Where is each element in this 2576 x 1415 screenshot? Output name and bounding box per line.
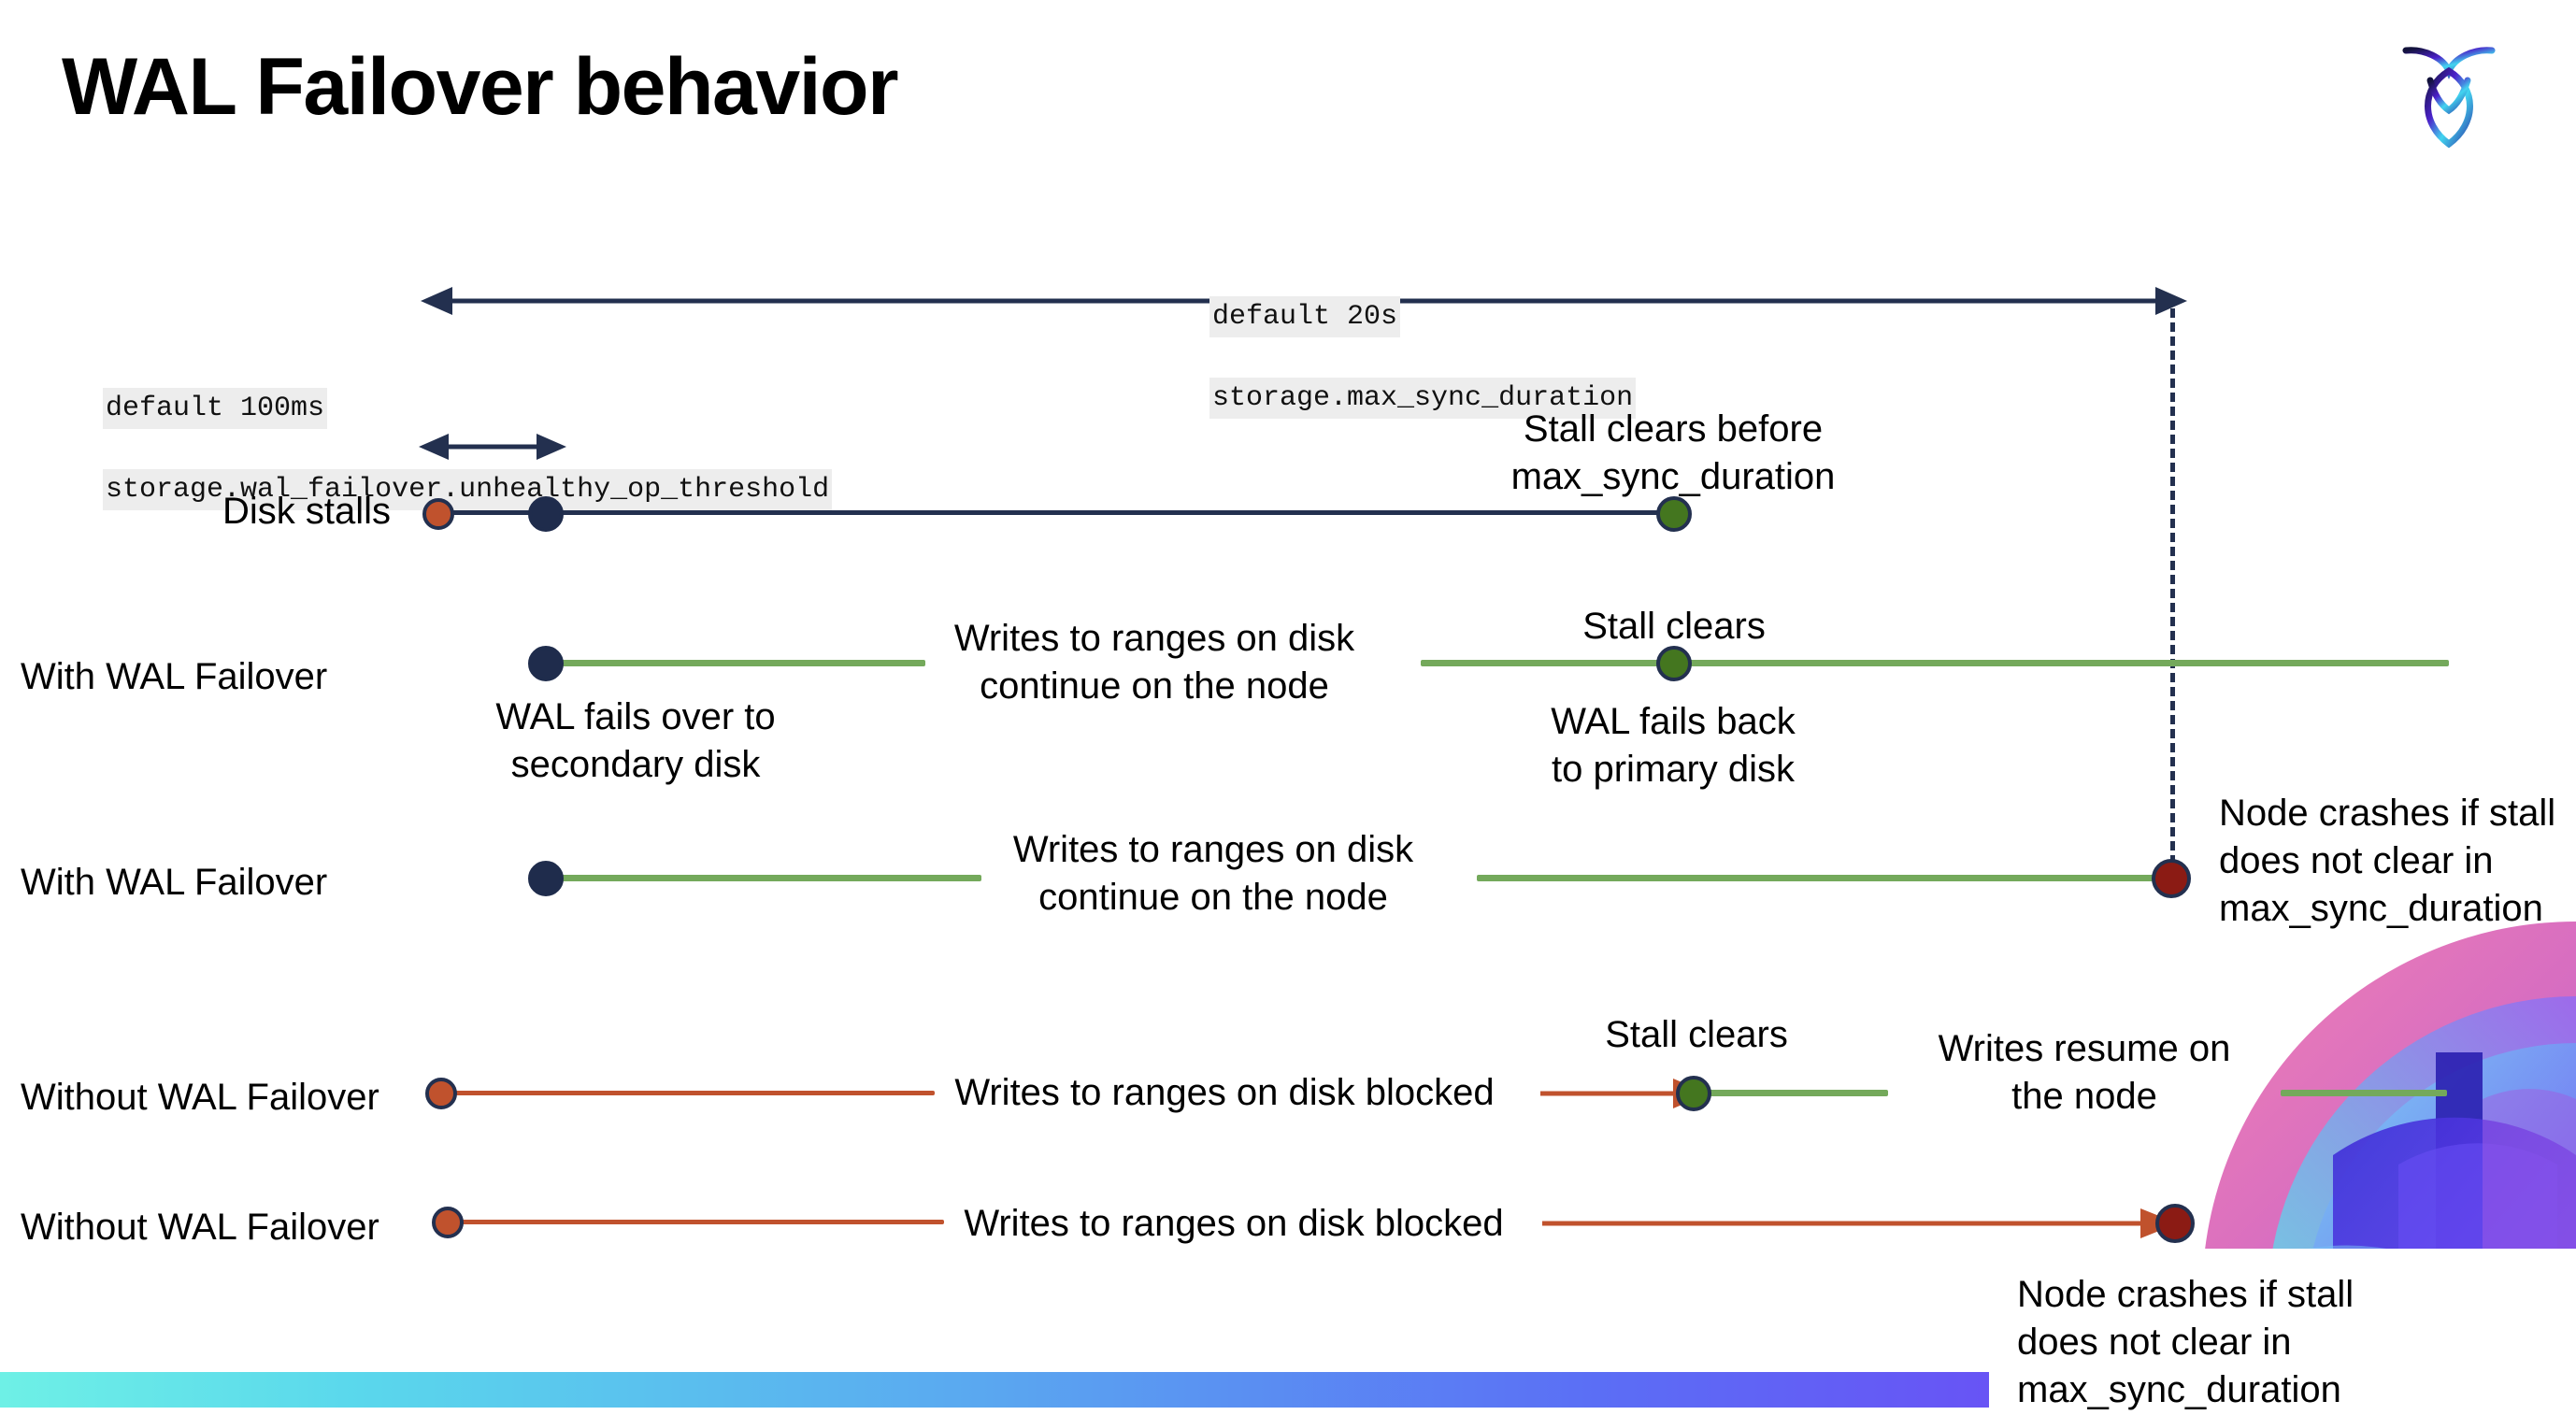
callout-unhealthy-op-threshold-line2: storage.wal_failover.unhealthy_op_thresh…	[103, 468, 833, 511]
with-wal-failover-1-segment-b	[1421, 660, 2449, 666]
without-wal-failover-2-start-dot	[432, 1207, 464, 1238]
note-node-crashes-2: Node crashes if stall does not clear in …	[2017, 1274, 2354, 1411]
with-wal-failover-2-crash-dot	[2152, 859, 2191, 898]
note-wal-fails-back-to-primary-disk: WAL fails back to primary disk	[1551, 701, 1796, 791]
callout-max-sync-duration-line1: default 20s	[1209, 295, 1401, 338]
note-node-crashes-1: Node crashes if stall does not clear in …	[2219, 793, 2556, 930]
with-wal-failover-1-failover-dot	[528, 646, 564, 681]
max-sync-duration-dashed-guide	[2170, 308, 2175, 879]
without-wal-failover-1-resume-segment	[1701, 1090, 1888, 1096]
without-wal-failover-2-blocked-segment-a	[458, 1220, 944, 1224]
callout-max-sync-duration: default 20s storage.max_sync_duration	[1142, 256, 1637, 459]
with-wal-failover-2-failover-dot	[528, 861, 564, 896]
note-stall-clears-2: Stall clears	[1605, 1014, 1788, 1055]
without-wal-failover-1-start-dot	[425, 1078, 457, 1109]
disk-stalls-failover-dot	[528, 496, 564, 532]
note-writes-blocked-1: Writes to ranges on disk blocked	[954, 1072, 1495, 1113]
row-label-without-wal-failover-1: Without WAL Failover	[21, 1077, 379, 1118]
row-label-without-wal-failover-2: Without WAL Failover	[21, 1207, 379, 1248]
note-writes-resume-on-the-node: Writes resume on the node	[1938, 1028, 2231, 1118]
with-wal-failover-1-clear-dot	[1656, 646, 1692, 681]
note-stall-clears-1: Stall clears	[1582, 606, 1766, 647]
disk-stalls-start-dot	[422, 498, 454, 530]
callout-max-sync-duration-line2: storage.max_sync_duration	[1209, 377, 1637, 420]
note-writes-blocked-2: Writes to ranges on disk blocked	[964, 1203, 1504, 1244]
callout-unhealthy-op-threshold: default 100ms storage.wal_failover.unhea…	[36, 348, 833, 550]
without-wal-failover-2-crash-dot	[2155, 1204, 2195, 1243]
with-wal-failover-2-segment-a	[551, 875, 981, 881]
row-label-with-wal-failover-2: With WAL Failover	[21, 862, 328, 903]
note-wal-fails-over-to-secondary-disk: WAL fails over to secondary disk	[495, 696, 776, 786]
disk-stalls-clear-dot	[1656, 496, 1692, 532]
note-writes-continue-on-node-1: Writes to ranges on disk continue on the…	[953, 618, 1355, 708]
note-stall-clears-before-max-sync-duration: Stall clears before max_sync_duration	[1510, 408, 1836, 498]
unhealthy-op-threshold-span-arrow	[419, 428, 566, 465]
without-wal-failover-1-blocked-segment-a	[449, 1091, 935, 1095]
note-node-crashes-2-box	[1989, 1249, 2576, 1408]
with-wal-failover-2-segment-b	[1477, 875, 2168, 881]
row-label-disk-stalls: Disk stalls	[222, 491, 392, 532]
cockroach-labs-logo	[2393, 30, 2505, 151]
page-title: WAL Failover behavior	[62, 42, 899, 132]
without-wal-failover-1-clear-dot	[1676, 1076, 1711, 1111]
without-wal-failover-1-resume-segment-b	[2281, 1090, 2447, 1096]
with-wal-failover-1-segment-a	[551, 660, 925, 666]
callout-unhealthy-op-threshold-line1: default 100ms	[103, 387, 328, 430]
disk-stalls-timeline	[439, 510, 1673, 515]
row-label-with-wal-failover-1: With WAL Failover	[21, 656, 328, 697]
without-wal-failover-2-blocked-arrow	[1542, 1205, 2178, 1242]
note-writes-continue-on-node-2: Writes to ranges on disk continue on the…	[1012, 829, 1414, 919]
